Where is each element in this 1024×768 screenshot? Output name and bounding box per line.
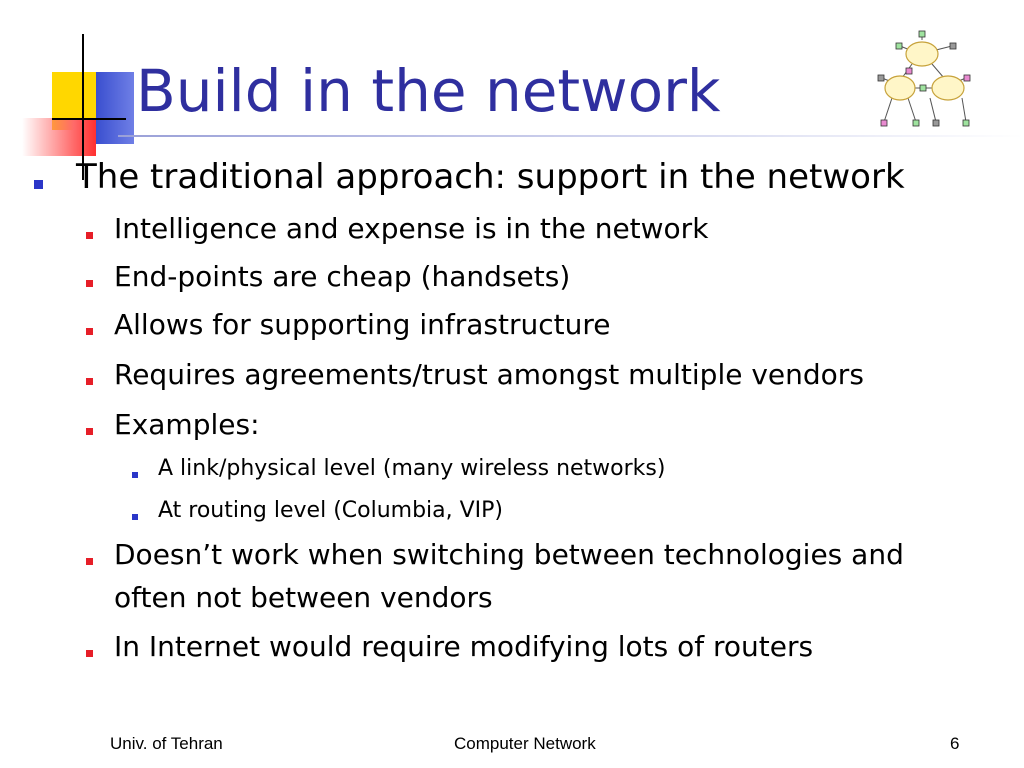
bullet-switching-technologies-line1: Doesn’t work when switching between tech… — [114, 538, 904, 571]
bullet-example-routing-level: At routing level (Columbia, VIP) — [158, 498, 504, 523]
bullet-marker — [34, 180, 43, 189]
decor-red-block — [22, 118, 96, 156]
bullet-level1-traditional-approach: The traditional approach: support in the… — [76, 157, 905, 197]
bullet-marker — [86, 378, 93, 385]
footer-course: Computer Network — [454, 734, 596, 753]
network-clouds-icon — [877, 30, 971, 127]
bullet-example-link-physical: A link/physical level (many wireless net… — [158, 456, 666, 481]
bullet-agreements-trust: Requires agreements/trust amongst multip… — [114, 358, 864, 391]
bullet-supporting-infrastructure: Allows for supporting infrastructure — [114, 308, 611, 341]
bullet-marker — [86, 232, 93, 239]
bullet-marker — [86, 650, 93, 657]
bullet-end-points: End-points are cheap (handsets) — [114, 260, 571, 293]
bullet-marker — [86, 558, 93, 565]
decor-blue-block — [96, 72, 134, 144]
slide-title: Build in the network — [136, 57, 721, 125]
footer-institution: Univ. of Tehran — [110, 734, 223, 753]
bullet-examples: Examples: — [114, 408, 260, 441]
slide-number: 6 — [950, 734, 960, 753]
decor-horizontal-line — [52, 118, 126, 120]
bullet-marker — [86, 428, 93, 435]
bullet-marker — [86, 328, 93, 335]
bullet-intelligence-expense: Intelligence and expense is in the netwo… — [114, 212, 709, 245]
bullet-marker — [86, 280, 93, 287]
bullet-internet-routers: In Internet would require modifying lots… — [114, 630, 814, 663]
bullet-switching-technologies-line2: often not between vendors — [114, 581, 493, 614]
bullet-marker — [132, 514, 138, 520]
bullet-marker — [132, 472, 138, 478]
decor-vertical-line — [82, 34, 84, 180]
title-underline — [118, 135, 1024, 137]
